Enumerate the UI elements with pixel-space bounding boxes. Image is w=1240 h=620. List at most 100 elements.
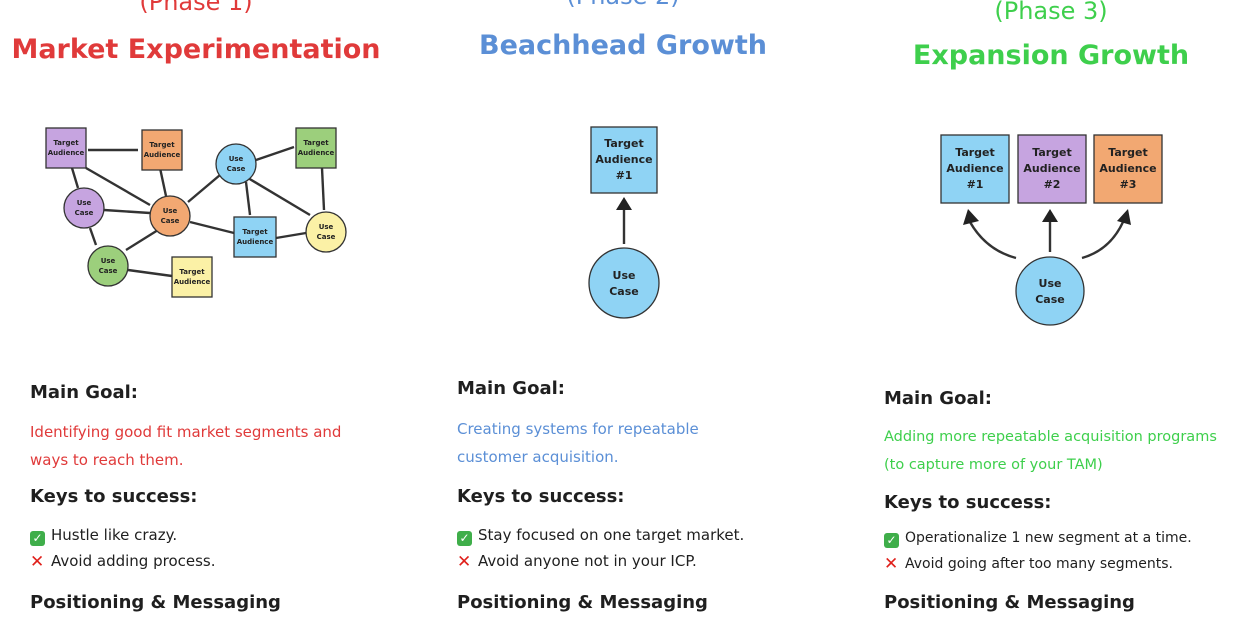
node-label: Target [149,141,175,149]
arrows [963,209,1131,260]
node-label: Case [609,285,639,298]
node-label: Audience [144,151,181,159]
check-icon: ✓ [457,531,472,546]
node-label: #1 [967,178,984,191]
node-label: Audience [237,238,274,246]
node-label: Audience [1023,162,1080,175]
node-label: Use [101,257,116,265]
edge [187,174,221,203]
cross-icon: ✕ [457,552,472,572]
node-label: Target [303,139,329,147]
main-goal-text: Adding more repeatable acquisition progr… [884,429,1217,473]
edge [103,208,151,215]
cross-icon: ✕ [30,552,45,572]
node-label: Case [317,233,336,241]
edge [275,231,307,240]
node-label: Target [1032,146,1072,159]
arrow [616,197,632,244]
node-label: Case [99,267,118,275]
node-label: #3 [1120,178,1137,191]
keys-to-success-heading: Keys to success: [30,486,198,507]
phase-3-label: (Phase 3) [994,0,1108,25]
dont-text: Avoid going after too many segments. [905,556,1174,572]
node-label: Target [179,268,205,276]
positioning-heading: Positioning & Messaging [30,592,281,613]
edge [70,167,80,189]
node-label: #1 [616,169,633,182]
node-label: Case [75,209,94,217]
main-goal-heading: Main Goal: [457,378,565,399]
main-goal-heading: Main Goal: [884,388,992,409]
node-label: Target [242,228,268,236]
edge [127,268,173,278]
node-label: Use [229,155,244,163]
phase-1-label: (Phase 1) [139,0,253,16]
dont-item: ✕ Avoid adding process. [30,552,216,572]
node-label: Audience [174,278,211,286]
main-goal-text: Creating systems for repeatable customer… [457,420,699,466]
phase-1-edges [70,145,326,278]
check-icon: ✓ [884,533,899,548]
do-text: Operationalize 1 new segment at a time. [905,530,1192,546]
edge [247,176,311,217]
node-label: Target [53,139,79,147]
node-label: Use [77,199,92,207]
edge [88,227,98,246]
node-label: Audience [298,149,335,157]
node-label: Target [955,146,995,159]
node-label: Audience [946,162,1003,175]
dont-text: Avoid adding process. [51,552,216,570]
phase-1-title: Market Experimentation [11,34,381,65]
phase-2-column: (Phase 2) Beachhead Growth TargetAudienc… [410,0,830,620]
keys-to-success-heading: Keys to success: [457,486,625,507]
node-label: Audience [595,153,652,166]
node-label: Use [163,207,178,215]
node-label: Target [604,137,644,150]
node-label: Use [1039,277,1062,290]
edge [320,167,326,211]
do-item: ✓ Operationalize 1 new segment at a time. [884,530,1192,548]
edge [255,145,295,162]
positioning-heading: Positioning & Messaging [884,592,1135,613]
keys-to-success-heading: Keys to success: [884,492,1052,513]
node-label: Case [161,217,180,225]
do-item: ✓Stay focused on one target market. [457,526,744,546]
dont-item: ✕Avoid going after too many segments. [884,554,1173,574]
node-label: Case [227,165,246,173]
main-goal-heading: Main Goal: [30,382,138,403]
do-item: ✓Hustle like crazy. [30,526,177,546]
dont-item: ✕Avoid anyone not in your ICP. [457,552,697,572]
